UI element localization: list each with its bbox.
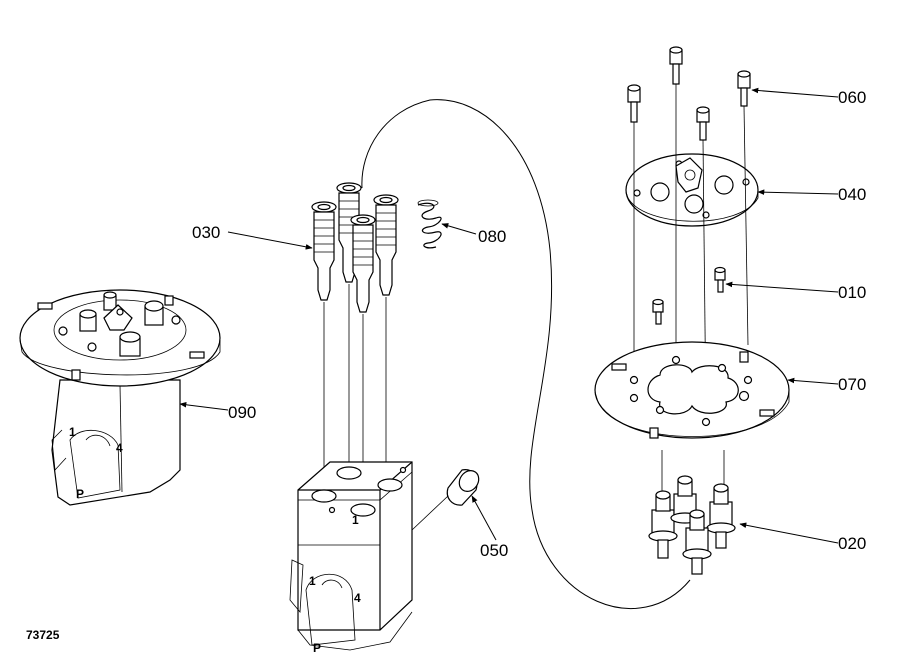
callout-030: 030 xyxy=(192,223,313,250)
valve-housing: 1 1 4 P xyxy=(289,461,413,655)
port-mark-p-side: P xyxy=(313,641,321,655)
plunger-4 xyxy=(350,214,376,313)
port-mark-1-top: 1 xyxy=(352,513,359,527)
alignment-lines-plungers xyxy=(323,284,387,508)
callout-label-060: 060 xyxy=(838,88,866,107)
port-mark-1-side: 1 xyxy=(309,574,316,588)
callout-label-020: 020 xyxy=(838,534,866,553)
callout-label-010: 010 xyxy=(838,283,866,302)
short-bolts xyxy=(652,266,726,325)
pin-3 xyxy=(706,483,736,549)
callout-label-040: 040 xyxy=(838,185,866,204)
port-mark-4-side: 4 xyxy=(354,591,361,605)
callout-label-030: 030 xyxy=(192,223,220,242)
assembled-valve-unit: 1 4 P xyxy=(19,289,221,506)
short-bolt-1 xyxy=(714,266,726,293)
plunger-set xyxy=(311,182,399,313)
alignment-lines-bottom xyxy=(661,450,725,492)
bolt-2 xyxy=(669,46,683,85)
pressure-pins xyxy=(648,475,736,575)
callout-label-050: 050 xyxy=(480,541,508,560)
drawing-number: 73725 xyxy=(26,628,60,642)
port-mark-p-left: P xyxy=(76,487,84,501)
pin-4 xyxy=(682,509,712,575)
top-plate xyxy=(625,153,759,227)
callout-070: 070 xyxy=(787,375,866,394)
callout-label-090: 090 xyxy=(228,403,256,422)
bolt-1 xyxy=(627,84,641,123)
callout-label-070: 070 xyxy=(838,375,866,394)
callout-040: 040 xyxy=(757,185,866,204)
bolt-3 xyxy=(737,70,751,107)
pin-1 xyxy=(648,490,678,559)
base-plate xyxy=(594,341,790,439)
callout-090: 090 xyxy=(179,402,256,422)
port-mark-1-left: 1 xyxy=(69,425,76,439)
bolt-4 xyxy=(696,106,710,141)
callout-060: 060 xyxy=(751,87,866,107)
callout-050: 050 xyxy=(471,495,508,560)
callout-020: 020 xyxy=(739,522,866,553)
callout-080: 080 xyxy=(441,223,506,246)
port-mark-4-left: 4 xyxy=(116,441,123,455)
callout-010: 010 xyxy=(725,281,866,302)
spring xyxy=(417,199,442,249)
plug xyxy=(411,469,480,531)
plunger-3 xyxy=(373,194,399,296)
short-bolt-2 xyxy=(652,298,664,325)
plunger-1 xyxy=(311,201,337,301)
long-bolts xyxy=(627,46,751,141)
assembly-path-line xyxy=(361,99,691,609)
callout-label-080: 080 xyxy=(478,227,506,246)
